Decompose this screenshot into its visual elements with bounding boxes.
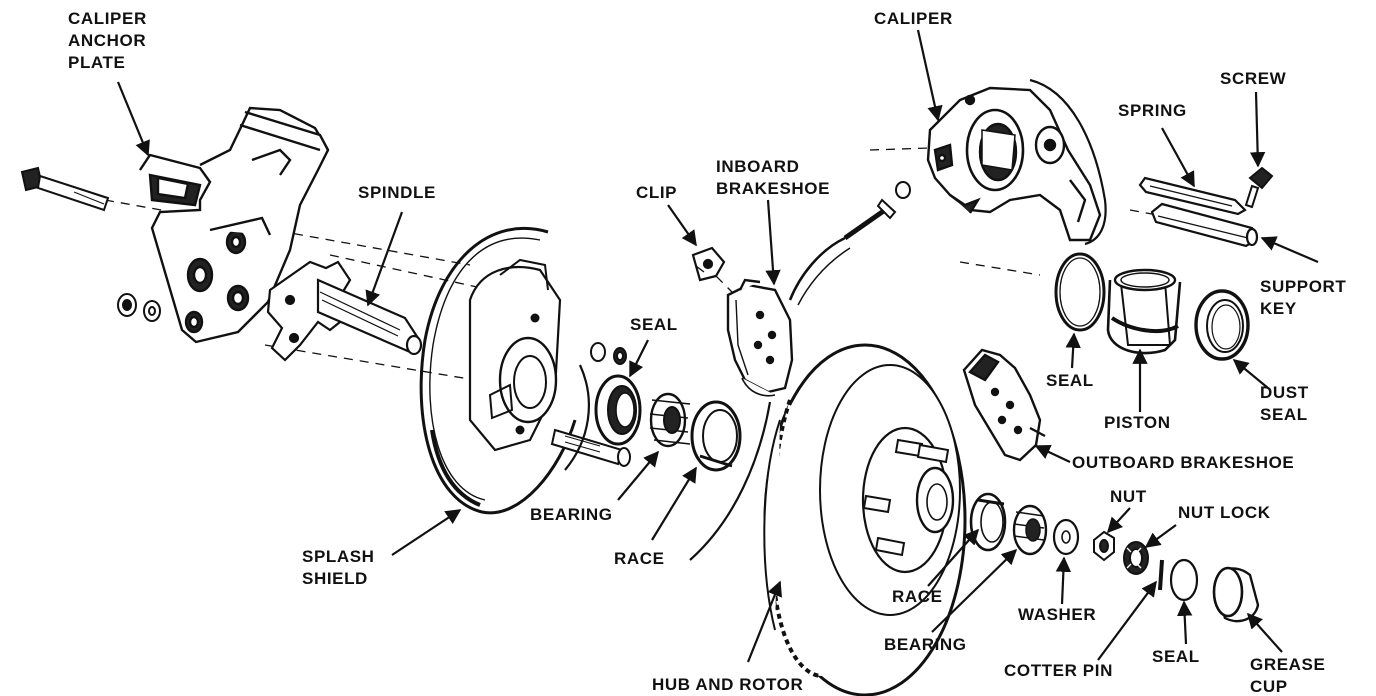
label-cotter-pin: COTTER PIN	[1004, 661, 1113, 680]
spindle	[266, 260, 423, 362]
arrow-race-inner	[651, 466, 697, 541]
piston-seal	[1054, 252, 1106, 332]
arrow-nut-lock	[1144, 524, 1177, 548]
label-race-outer: RACE	[892, 587, 943, 606]
support-key-part	[1150, 202, 1259, 248]
arrow-hub-and-rotor	[746, 580, 783, 663]
anchor-bolt	[20, 166, 110, 212]
arrow-seal-piston	[1065, 332, 1081, 369]
nut-part	[1093, 530, 1115, 562]
label-seal-piston: SEAL	[1046, 371, 1094, 390]
caliper-anchor-plate	[139, 106, 330, 344]
label-nut: NUT	[1110, 487, 1147, 506]
hub-and-rotor	[763, 343, 1001, 696]
cotter-pin-part	[1158, 559, 1164, 591]
splash-shield	[419, 226, 577, 515]
arrow-spring	[1161, 127, 1195, 188]
bearing-slinger	[689, 401, 772, 561]
inner-race	[690, 400, 742, 472]
spring-part	[1138, 176, 1247, 216]
washer-part	[1052, 518, 1080, 556]
inner-grease-seal	[594, 374, 642, 446]
label-spindle: SPINDLE	[358, 183, 436, 202]
dust-seal-part	[1194, 289, 1250, 361]
label-spring: SPRING	[1118, 101, 1187, 120]
label-support-key: SUPPORT KEY	[1260, 277, 1347, 318]
arrow-screw	[1249, 91, 1266, 168]
label-caliper: CALIPER	[874, 9, 953, 28]
leader-arrows	[116, 29, 1319, 663]
arrow-race-outer	[927, 528, 980, 587]
cap-seal-ring	[1169, 558, 1199, 602]
arrow-splash-shield	[391, 509, 462, 556]
arrow-bearing-outer	[931, 548, 1018, 633]
shield-clip-strip	[564, 364, 590, 471]
small-rings	[590, 342, 627, 365]
inboard-brakeshoe	[726, 278, 794, 397]
arrow-clip	[667, 204, 697, 247]
arrow-nut	[1106, 507, 1131, 534]
label-outboard-brakeshoe: OUTBOARD BRAKESHOE	[1072, 453, 1295, 472]
label-inboard-brakeshoe: INBOARD BRAKESHOE	[716, 157, 831, 198]
wheel-stud-inner	[550, 428, 631, 467]
arrow-caliper-anchor-plate	[116, 81, 150, 157]
clip-part	[691, 246, 726, 282]
arrow-dust-seal	[1232, 359, 1269, 389]
label-nut-lock: NUT LOCK	[1178, 503, 1271, 522]
arrow-grease-cup	[1246, 612, 1283, 653]
arrow-washer	[1055, 556, 1072, 605]
inner-bearing	[649, 392, 691, 448]
anchor-washers	[117, 293, 161, 322]
label-grease-cup: GREASE CUP	[1250, 655, 1326, 696]
label-dust-seal: DUST SEAL	[1260, 383, 1309, 424]
label-screw: SCREW	[1220, 69, 1287, 88]
brake-hose	[788, 181, 911, 306]
label-bearing-outer: BEARING	[884, 635, 967, 654]
arrow-outboard-brakeshoe	[1034, 444, 1071, 463]
piston-part	[1106, 268, 1182, 355]
nut-lock-part	[1123, 541, 1149, 575]
label-washer: WASHER	[1018, 605, 1097, 624]
label-clip: CLIP	[636, 183, 678, 202]
arrow-spindle	[365, 211, 404, 307]
arrow-cotter-pin	[1097, 580, 1157, 661]
arrow-seal-cap	[1176, 600, 1193, 645]
outboard-brakeshoe-part	[962, 348, 1046, 462]
arrow-seal-inner	[629, 339, 649, 378]
label-seal-cap: SEAL	[1152, 647, 1200, 666]
grease-cup-part	[1212, 566, 1260, 623]
screw-part	[1244, 166, 1274, 209]
label-bearing-inner: BEARING	[530, 505, 613, 524]
label-splash-shield: SPLASH SHIELD	[302, 547, 375, 588]
hub-studs	[862, 438, 950, 557]
arrow-bearing-inner	[617, 450, 659, 501]
label-piston: PISTON	[1104, 413, 1171, 432]
outer-bearing	[1012, 504, 1048, 556]
arrow-caliper	[916, 29, 943, 122]
arrow-support-key	[1260, 236, 1319, 264]
label-race-inner: RACE	[614, 549, 665, 568]
arrow-inboard-brakeshoe	[765, 199, 781, 286]
label-hub-and-rotor: HUB AND ROTOR	[652, 675, 804, 694]
label-seal-inner: SEAL	[630, 315, 678, 334]
outer-race	[969, 492, 1007, 552]
label-caliper-anchor-plate: CALIPER ANCHOR PLATE	[68, 9, 147, 72]
caliper-body	[926, 78, 1107, 246]
